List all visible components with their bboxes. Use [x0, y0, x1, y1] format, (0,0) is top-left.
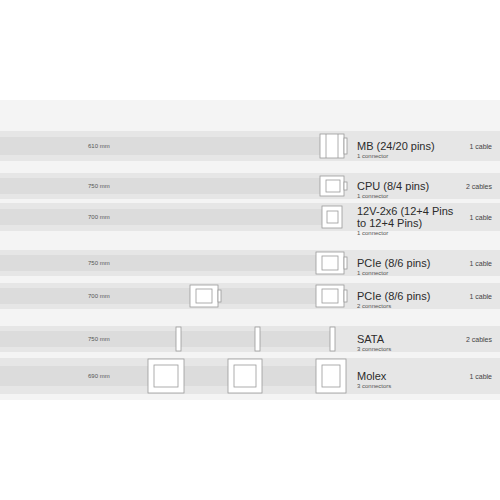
ground-panel — [0, 100, 500, 400]
cable-row: 690 mm Molex3 connectors 1 cable — [0, 358, 500, 394]
connector-count: 1 connector — [357, 229, 463, 237]
cable-count: 1 cable — [469, 373, 492, 380]
connector-name: PCIe (8/6 pins) — [357, 290, 463, 302]
connector-label-group: 12V-2x6 (12+4 Pins to 12+4 Pins)1 connec… — [357, 205, 463, 237]
connector-name: MB (24/20 pins) — [357, 140, 463, 152]
length-label: 750 mm — [88, 183, 110, 189]
length-label: 690 mm — [88, 373, 110, 379]
connector-name: CPU (8/4 pins) — [357, 180, 463, 192]
connector-count: 1 connector — [357, 269, 463, 277]
connector-name: PCIe (8/6 pins) — [357, 257, 463, 269]
connector-count: 2 connectors — [357, 302, 463, 310]
connector-name: SATA — [357, 333, 463, 345]
connectors — [148, 134, 347, 393]
connector-label-group: CPU (8/4 pins)1 connector — [357, 180, 463, 200]
length-label: 750 mm — [88, 260, 110, 266]
cable-count: 2 cables — [466, 183, 492, 190]
row-bands — [0, 131, 500, 394]
connector-name: 12V-2x6 (12+4 Pins to 12+4 Pins) — [357, 205, 463, 229]
length-label: 700 mm — [88, 214, 110, 220]
connector-label-group: PCIe (8/6 pins)2 connectors — [357, 290, 463, 310]
connector-name: Molex — [357, 370, 463, 382]
cable-count: 1 cable — [469, 214, 492, 221]
connector-count: 1 connector — [357, 192, 463, 200]
length-label: 750 mm — [88, 336, 110, 342]
connector-label-group: Molex3 connectors — [357, 370, 463, 390]
cable-row: 750 mm CPU (8/4 pins)1 connector2 cables — [0, 173, 500, 199]
connector-count: 3 connectors — [357, 382, 463, 390]
cable-count: 2 cables — [466, 336, 492, 343]
cable-row: 750 mm SATA3 connectors2 cables — [0, 326, 500, 352]
cable-count: 1 cable — [469, 293, 492, 300]
length-label: 610 mm — [88, 143, 110, 149]
connector-label-group: PCIe (8/6 pins)1 connector — [357, 257, 463, 277]
cable-row: 700 mm PCIe (8/6 pins)2 connectors 1 cable — [0, 283, 500, 309]
cable-row: 700 mm 12V-2x6 (12+4 Pins to 12+4 Pins) 1 … — [0, 203, 500, 231]
cable-strips — [0, 137, 330, 386]
connector-count: 1 connector — [357, 152, 463, 160]
connector-count: 3 connectors — [357, 345, 463, 353]
cable-count: 1 cable — [469, 143, 492, 150]
connector-label-group: MB (24/20 pins)1 connector — [357, 140, 463, 160]
length-label: 700 mm — [88, 293, 110, 299]
cable-row: 750 mm PCIe (8/6 pins)1 connector 1 cable — [0, 250, 500, 276]
connector-label-group: SATA3 connectors — [357, 333, 463, 353]
cable-row: 610 mm MB (24/20 pins)1 connector 1 cable — [0, 131, 500, 161]
cable-count: 1 cable — [469, 260, 492, 267]
